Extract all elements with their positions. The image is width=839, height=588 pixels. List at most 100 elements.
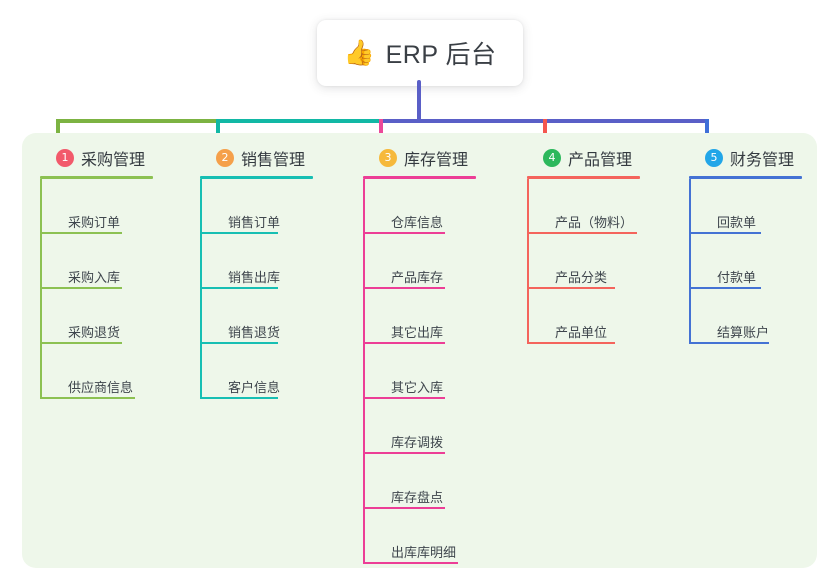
branch-item-label: 产品分类 [555,270,608,285]
branch-header-underline [527,176,640,179]
branch-item-underline [689,287,761,289]
branch-item[interactable]: 采购订单 [40,179,153,234]
branch-header-underline [363,176,476,179]
branch-item-label: 产品单位 [555,325,608,340]
branch-item-underline [40,287,122,289]
branch-item[interactable]: 其它出库 [363,289,476,344]
branch-item-underline [689,342,769,344]
branch-item[interactable]: 采购退货 [40,289,153,344]
branch-item-underline [40,342,122,344]
branch-item-label: 采购订单 [68,215,121,230]
branch-item-list: 销售订单销售出库销售退货客户信息 [200,179,313,399]
branch-item[interactable]: 出库库明细 [363,509,476,564]
branch-column-销售管理: 2 销售管理销售订单销售出库销售退货客户信息 [200,146,313,399]
branches-panel [22,133,817,568]
branch-column-库存管理: 3 库存管理仓库信息产品库存其它出库其它入库库存调拨库存盘点出库库明细 [363,146,476,564]
branch-item-underline [40,397,135,399]
branch-item[interactable]: 客户信息 [200,344,313,399]
branch-item[interactable]: 销售订单 [200,179,313,234]
branch-item-underline [40,232,122,234]
branch-item-underline [363,232,445,234]
branch-header-产品管理[interactable]: 4 产品管理 [527,146,640,170]
branch-item-underline [689,232,761,234]
connector-drop-3 [379,119,383,146]
branch-item-label: 销售退货 [228,325,281,340]
branch-item-underline [527,342,615,344]
branch-item-label: 结算账户 [717,325,770,340]
connector-drop-5 [705,119,709,146]
branch-item[interactable]: 结算账户 [689,289,802,344]
branch-number-badge: 3 [379,149,397,167]
branch-item-label: 仓库信息 [391,215,444,230]
branch-item[interactable]: 产品（物料） [527,179,640,234]
branch-header-label: 产品管理 [568,152,633,169]
branch-header-underline [200,176,313,179]
branch-item-underline [200,397,278,399]
branch-header-销售管理[interactable]: 2 销售管理 [200,146,313,170]
branch-item-label: 供应商信息 [68,380,134,395]
thumbs-up-icon: 👍 [343,38,375,67]
branch-item[interactable]: 回款单 [689,179,802,234]
branch-item-label: 产品（物料） [555,215,634,230]
branch-item[interactable]: 产品单位 [527,289,640,344]
connector-bar-green [56,119,218,123]
branch-spine [689,179,691,344]
branch-item[interactable]: 仓库信息 [363,179,476,234]
branch-item-label: 出库库明细 [391,545,457,560]
branch-item[interactable]: 销售出库 [200,234,313,289]
branch-header-label: 财务管理 [730,152,795,169]
branch-spine [527,179,529,344]
branch-item[interactable]: 产品库存 [363,234,476,289]
branch-item-label: 其它出库 [391,325,444,340]
branch-item[interactable]: 库存调拨 [363,399,476,454]
connector-stem [417,80,421,123]
branch-item[interactable]: 付款单 [689,234,802,289]
branch-item-label: 其它入库 [391,380,444,395]
branch-item[interactable]: 销售退货 [200,289,313,344]
branch-spine [40,179,42,399]
branch-item-list: 产品（物料） 产品分类产品单位 [527,179,640,344]
branch-spine [363,179,365,564]
branch-item-underline [363,452,445,454]
branch-item-underline [527,287,615,289]
branch-item[interactable]: 其它入库 [363,344,476,399]
branch-item-label: 付款单 [717,270,757,285]
branch-item-label: 库存调拨 [391,435,444,450]
branch-number-badge: 2 [216,149,234,167]
branch-item-underline [200,287,278,289]
branch-item-underline [363,287,445,289]
branch-item-label: 产品库存 [391,270,444,285]
branch-item[interactable]: 产品分类 [527,234,640,289]
branch-item-label: 客户信息 [228,380,281,395]
branch-header-underline [689,176,802,179]
branch-item[interactable]: 库存盘点 [363,454,476,509]
connector-drop-1 [56,119,60,146]
page-title: ERP 后台 [385,41,497,69]
branch-number-badge: 4 [543,149,561,167]
branch-item-underline [363,562,458,564]
branch-item-underline [363,507,445,509]
branch-header-label: 销售管理 [241,152,306,169]
branch-header-underline [40,176,153,179]
branch-header-label: 库存管理 [404,152,469,169]
branch-item-list: 仓库信息产品库存其它出库其它入库库存调拨库存盘点出库库明细 [363,179,476,564]
branch-item-underline [200,342,278,344]
branch-item[interactable]: 供应商信息 [40,344,153,399]
branch-item-list: 回款单付款单结算账户 [689,179,802,344]
root-node-card[interactable]: 👍 ERP 后台 [317,20,523,86]
branch-item[interactable]: 采购入库 [40,234,153,289]
branch-item-list: 采购订单采购入库采购退货供应商信息 [40,179,153,399]
branch-header-库存管理[interactable]: 3 库存管理 [363,146,476,170]
branch-number-badge: 1 [56,149,74,167]
connector-drop-2 [216,119,220,146]
connector-drop-4 [543,119,547,146]
branch-column-产品管理: 4 产品管理产品（物料） 产品分类产品单位 [527,146,640,344]
branch-item-label: 销售出库 [228,270,281,285]
root-node-content: 👍 ERP 后台 [343,35,496,71]
branch-item-underline [527,232,637,234]
